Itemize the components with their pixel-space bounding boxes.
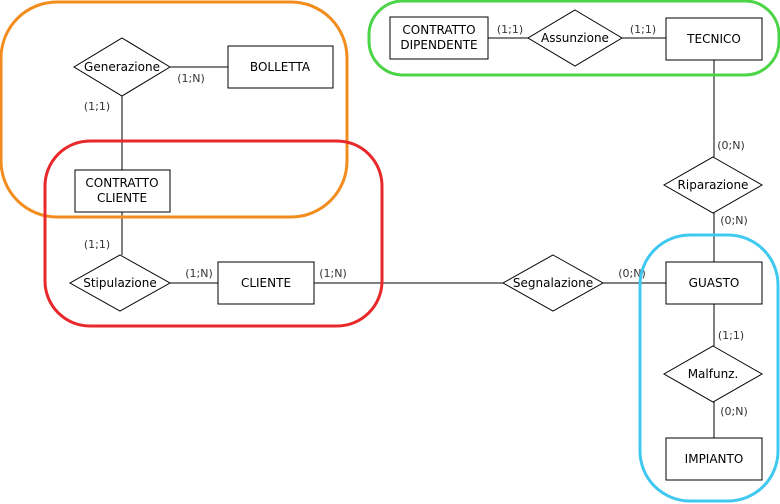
- group-outline-orange: [0, 0, 349, 219]
- entity-box: [665, 261, 763, 305]
- cardinality-segnalazione-guasto: (0;N): [618, 267, 646, 280]
- relationship-stipulazione: Stipulazione: [68, 254, 172, 312]
- diamond-shape: [73, 37, 171, 97]
- entity-label: GUASTO: [689, 276, 740, 290]
- connectors: [121, 37, 715, 438]
- cardinality-stipulazione-contratto: (1;1): [84, 238, 110, 251]
- relationship-label: Stipulazione: [83, 276, 157, 290]
- entity-label-line-2: DIPENDENTE: [400, 38, 477, 52]
- entity-box: [389, 16, 489, 60]
- entity-tecnico: TECNICO: [665, 17, 763, 61]
- cardinality-generazione-bolletta: (1;N): [177, 72, 205, 85]
- cardinality-stipulazione-cliente: (1;N): [185, 267, 213, 280]
- relationship-segnalazione: Segnalazione: [501, 254, 605, 312]
- relationship-malfunz: Malfunz.: [662, 345, 764, 403]
- diamond-shape: [527, 9, 623, 67]
- relationship-assunzione: Assunzione: [527, 9, 623, 67]
- diamond-shape: [501, 254, 605, 312]
- cardinality-generazione-contratto: (1;1): [84, 100, 110, 113]
- diamond-shape: [68, 254, 172, 312]
- cardinalities: (1;N) (1;1) (1;1) (1;N) (1;N) (0;N) (1;1…: [84, 23, 748, 418]
- relationship-label: Segnalazione: [513, 276, 593, 290]
- diamond-shape: [662, 156, 764, 214]
- cardinality-malfunz-guasto: (1;1): [718, 329, 744, 342]
- cardinality-malfunz-impianto: (0;N): [720, 405, 748, 418]
- entity-box: [217, 261, 315, 305]
- cardinality-riparazione-tecnico: (0;N): [717, 139, 745, 152]
- entity-label-line-1: CONTRATTO: [402, 23, 475, 37]
- cardinality-assunzione-dipendente: (1;1): [497, 23, 523, 36]
- cardinality-cliente-segnalazione: (1;N): [319, 267, 347, 280]
- entity-guasto: GUASTO: [665, 261, 763, 305]
- entity-box: [665, 437, 763, 481]
- cardinality-assunzione-tecnico: (1;1): [630, 23, 656, 36]
- cardinality-riparazione-guasto: (0;N): [720, 214, 748, 227]
- entity-bolletta: BOLLETTA: [227, 45, 334, 89]
- entity-contratto-dipendente: CONTRATTO DIPENDENTE: [389, 16, 489, 60]
- group-outline-green: [367, 0, 780, 77]
- entity-label: TECNICO: [686, 32, 741, 46]
- entity-cliente: CLIENTE: [217, 261, 315, 305]
- entity-label: CLIENTE: [241, 276, 291, 290]
- entity-label-line-1: CONTRATTO: [85, 176, 158, 190]
- group-outline-red: [43, 139, 384, 328]
- relationship-riparazione: Riparazione: [662, 156, 764, 214]
- entity-box: [227, 45, 334, 89]
- relationship-generazione: Generazione: [73, 37, 171, 97]
- group-outline-blue: [638, 233, 780, 503]
- entity-contratto-cliente: CONTRATTO CLIENTE: [74, 169, 171, 213]
- entity-impianto: IMPIANTO: [665, 437, 763, 481]
- relationship-label: Riparazione: [678, 178, 749, 192]
- relationship-label: Malfunz.: [688, 367, 739, 381]
- entity-label-line-2: CLIENTE: [97, 191, 147, 205]
- entity-box: [74, 169, 171, 213]
- relationship-label: Generazione: [84, 60, 160, 74]
- entity-label: IMPIANTO: [685, 452, 744, 466]
- diamond-shape: [662, 345, 764, 403]
- relationship-label: Assunzione: [541, 31, 609, 45]
- entity-label: BOLLETTA: [250, 60, 311, 74]
- entity-box: [665, 17, 763, 61]
